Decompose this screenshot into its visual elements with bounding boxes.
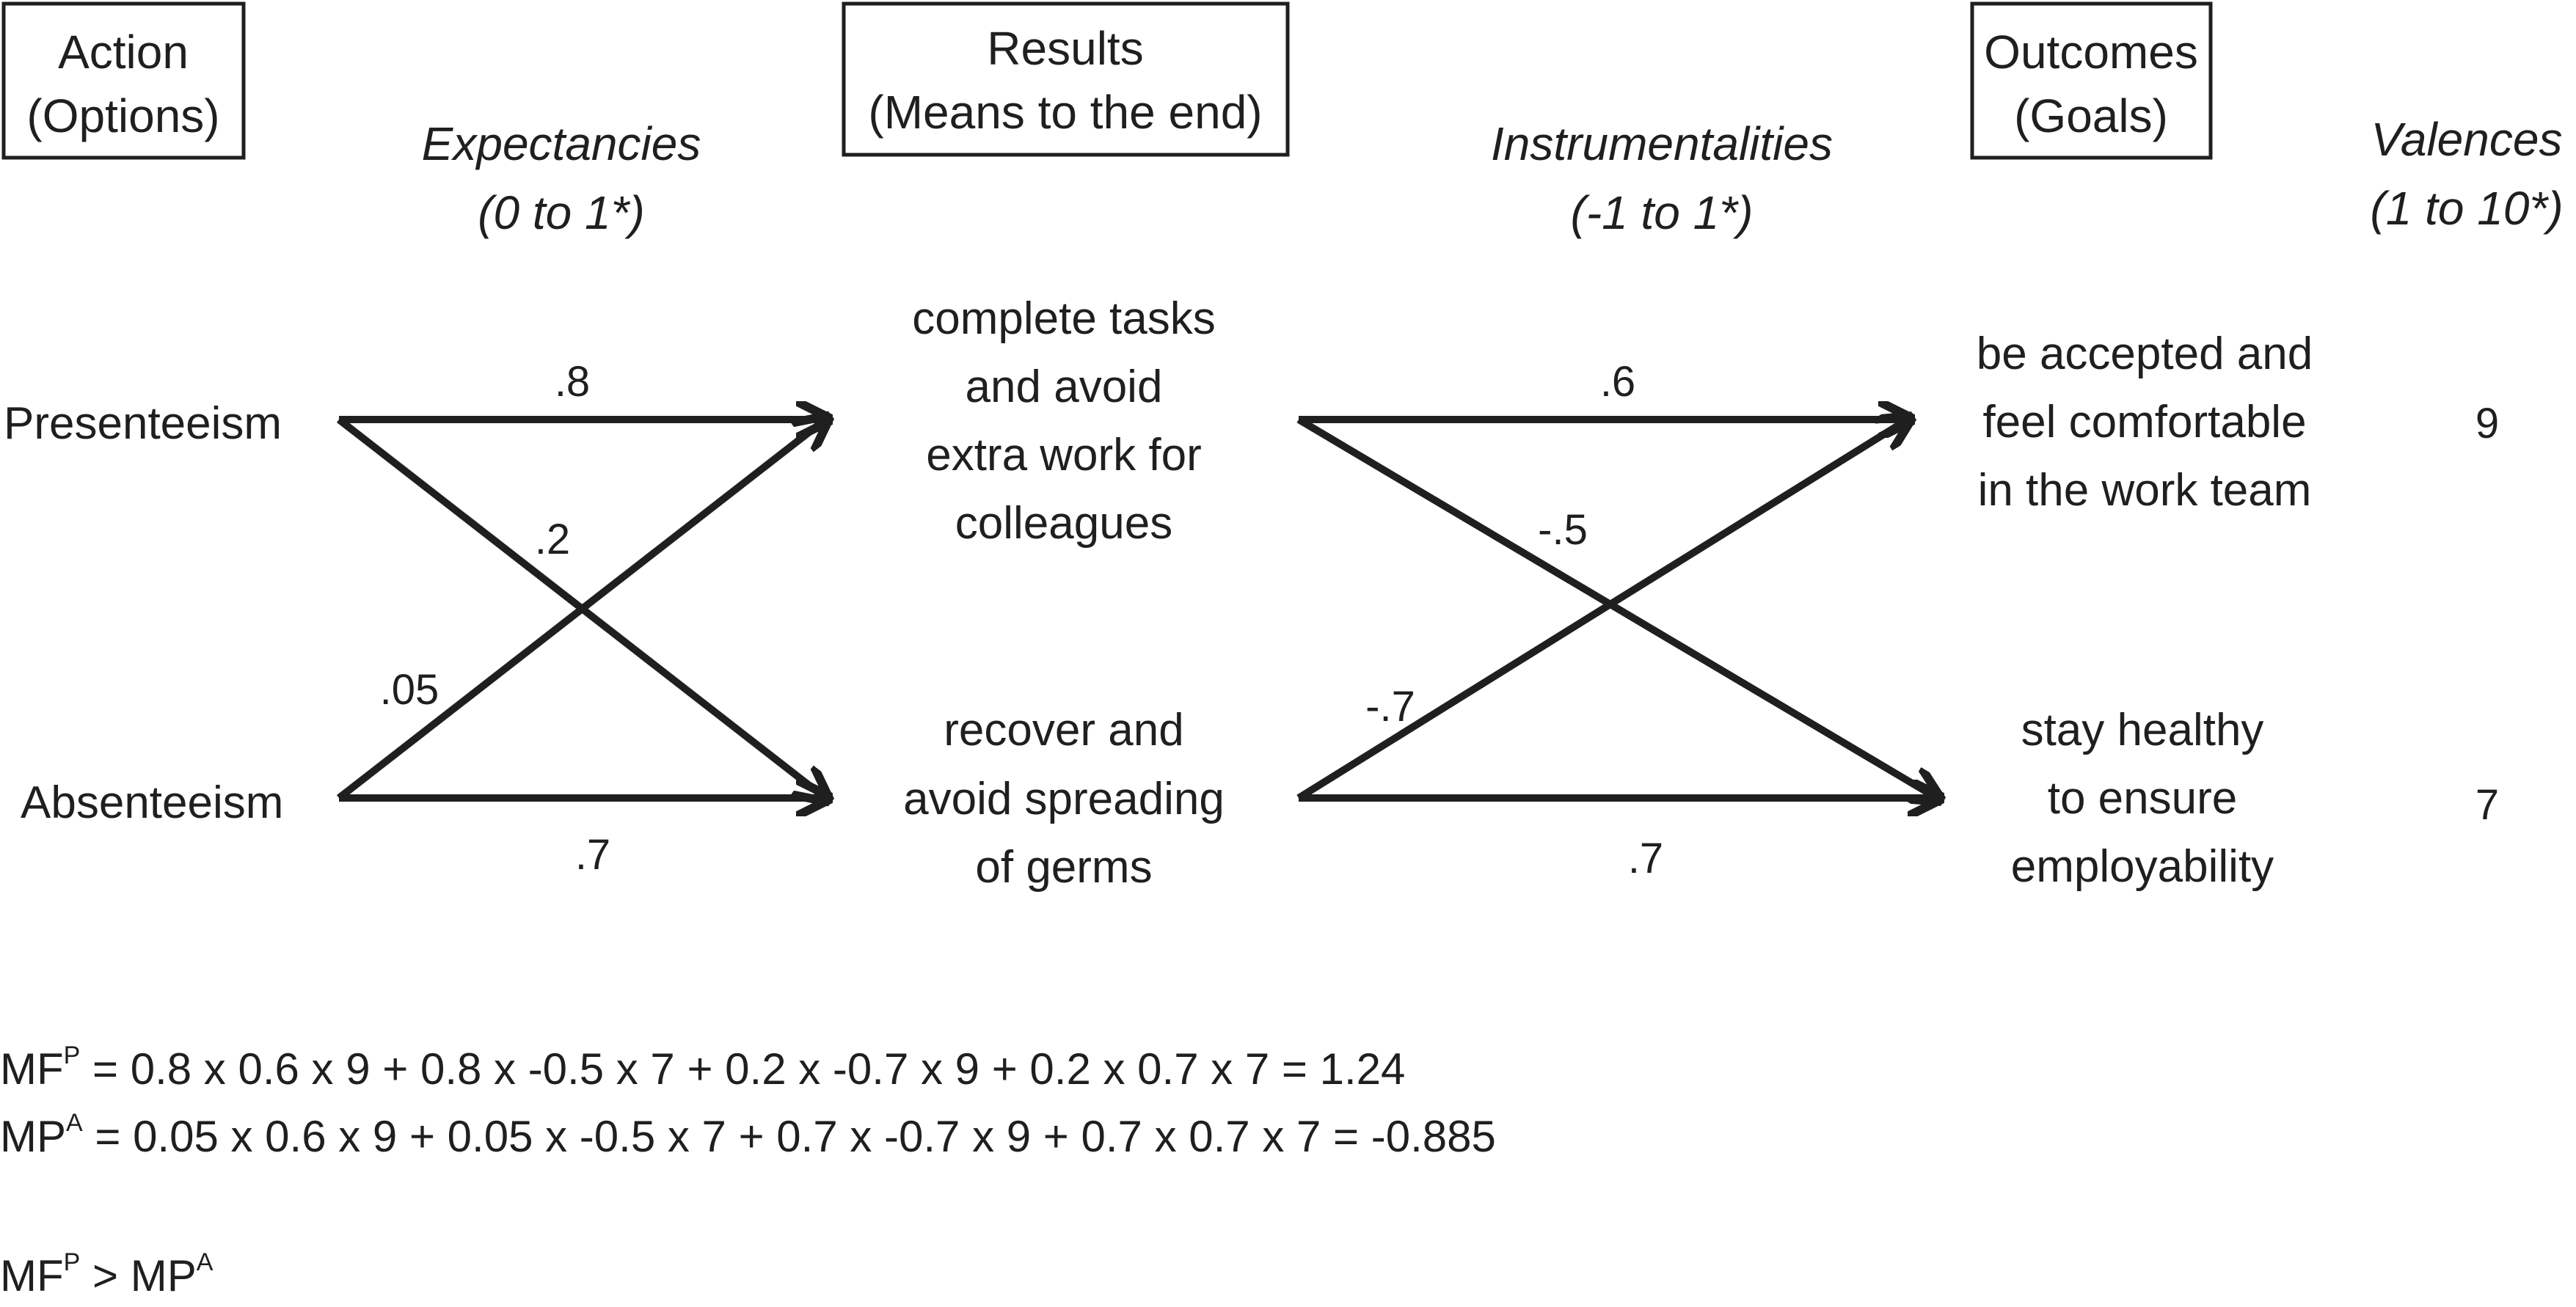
result-line: complete tasks <box>912 293 1216 344</box>
action-header-box <box>1 1 246 160</box>
formula-mfp-sup: P <box>63 1041 81 1069</box>
formula-mf-presenteeism: MFP = 0.8 x 0.6 x 9 + 0.8 x -0.5 x 7 + 0… <box>0 1043 1406 1094</box>
expectancy-label-a-r2: .7 <box>575 831 610 879</box>
results-header-box <box>842 1 1290 157</box>
formula-mpa-sup: A <box>66 1109 83 1137</box>
result-line: avoid spreading <box>903 774 1225 824</box>
expectancies-scale: Expectancies (0 to 1*) <box>422 117 701 239</box>
arrow-absenteeism-to-result-1 <box>336 420 825 801</box>
results-header: Results (Means to the end) <box>842 1 1290 157</box>
formula-mpa-base: MP <box>0 1112 66 1161</box>
outcome-line: be accepted and <box>1977 329 2313 379</box>
result-line: extra work for <box>926 430 1202 480</box>
valence-outcome-1: 9 <box>2475 400 2499 447</box>
comparison-left-base: MF <box>0 1251 64 1300</box>
formula-mfp-expr: = 0.8 x 0.6 x 9 + 0.8 x -0.5 x 7 + 0.2 x… <box>80 1044 1406 1094</box>
result-line: colleagues <box>955 498 1172 549</box>
outcome-line: stay healthy <box>2021 705 2264 755</box>
outcomes-header-box <box>1970 1 2213 160</box>
result-line: and avoid <box>966 362 1163 412</box>
instrumentality-label-r2-o1: -.7 <box>1365 683 1415 731</box>
instrumentalities-range: (-1 to 1*) <box>1571 186 1754 239</box>
results-header-subtitle: (Means to the end) <box>868 86 1262 139</box>
outcome-line: employability <box>2011 841 2274 892</box>
valences-title: Valences <box>2371 113 2563 166</box>
valence-outcome-2: 7 <box>2475 781 2499 829</box>
formula-mp-absenteeism: MPA = 0.05 x 0.6 x 9 + 0.05 x -0.5 x 7 +… <box>0 1110 1496 1161</box>
expectancy-label-p-r2: .2 <box>535 516 570 563</box>
outcomes-header-subtitle: (Goals) <box>2014 89 2168 142</box>
formula-mpa-expr: = 0.05 x 0.6 x 9 + 0.05 x -0.5 x 7 + 0.7… <box>82 1112 1496 1161</box>
outcomes-header: Outcomes (Goals) <box>1970 1 2213 160</box>
result-complete-tasks: complete tasks and avoid extra work for … <box>912 293 1216 549</box>
arrow-result-2-to-outcome-1 <box>1296 420 1908 802</box>
outcome-healthy: stay healthy to ensure employability <box>2011 705 2274 892</box>
outcome-line: in the work team <box>1978 465 2312 516</box>
comparison-operator: > <box>80 1251 131 1300</box>
instrumentalities-scale: Instrumentalities (-1 to 1*) <box>1491 117 1833 239</box>
result-line: of germs <box>975 842 1152 893</box>
outcomes-header-title: Outcomes <box>1984 26 2198 78</box>
outcome-line: feel comfortable <box>1982 397 2306 447</box>
comparison-left-sup: P <box>63 1248 81 1276</box>
formula-mfp-base: MF <box>0 1044 64 1094</box>
action-absenteeism: Absenteeism <box>21 777 283 828</box>
arrow-result-1-to-outcome-2 <box>1296 416 1937 798</box>
formula-comparison: MFP > MPA <box>0 1250 213 1300</box>
action-presenteeism: Presenteeism <box>4 398 282 449</box>
action-header-title: Action <box>58 26 189 78</box>
action-header: Action (Options) <box>1 1 246 160</box>
outcome-accepted: be accepted and feel comfortable in the … <box>1977 329 2313 516</box>
expectancies-title: Expectancies <box>422 117 701 170</box>
results-header-title: Results <box>987 22 1143 75</box>
instrumentality-label-r1-o1: .6 <box>1600 358 1635 406</box>
result-recover: recover and avoid spreading of germs <box>903 705 1225 893</box>
action-header-subtitle: (Options) <box>26 89 219 142</box>
instrumentality-label-r1-o2: -.5 <box>1538 506 1588 554</box>
expectancy-label-a-r1: .05 <box>380 666 439 714</box>
expectancies-range: (0 to 1*) <box>478 186 645 239</box>
instrumentality-label-r2-o2: .7 <box>1628 835 1663 882</box>
result-line: recover and <box>944 705 1183 755</box>
expectancy-label-p-r1: .8 <box>555 358 590 406</box>
outcome-line: to ensure <box>2048 773 2238 824</box>
comparison-right-base: MP <box>130 1251 197 1300</box>
valences-range: (1 to 10*) <box>2370 182 2563 235</box>
comparison-right-sup: A <box>196 1248 214 1276</box>
instrumentalities-title: Instrumentalities <box>1491 117 1833 170</box>
valences-scale: Valences (1 to 10*) <box>2370 113 2563 235</box>
